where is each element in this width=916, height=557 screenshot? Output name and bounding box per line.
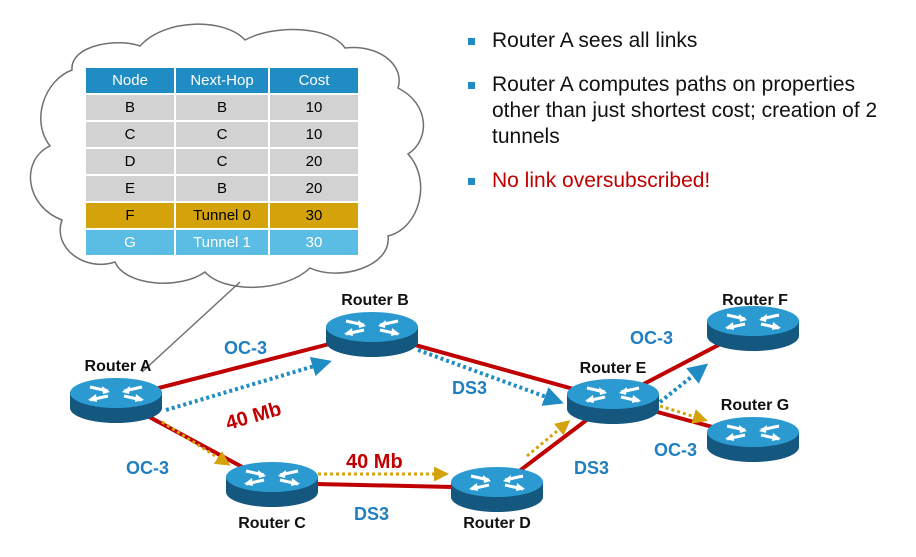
cell-node: F (86, 203, 174, 228)
cell-node: D (86, 149, 174, 174)
cell-cost: 30 (270, 203, 358, 228)
router-b-label: Router B (341, 292, 409, 309)
bullet-square-icon (468, 178, 475, 185)
cell-next-hop: C (176, 149, 268, 174)
routing-table: Node Next-Hop Cost B B 10 C C 10 D C 20 … (84, 66, 360, 257)
table-row: D C 20 (86, 149, 358, 174)
bullet-text: Router A computes paths on properties ot… (492, 73, 878, 148)
link-eg-label: OC-3 (654, 440, 697, 460)
cell-node: B (86, 95, 174, 120)
cell-next-hop: B (176, 176, 268, 201)
cell-next-hop: Tunnel 1 (176, 230, 268, 255)
bullet-text: Router A sees all links (492, 29, 698, 52)
bullet-square-icon (468, 38, 475, 45)
router-e-label: Router E (580, 360, 647, 377)
table-row: E B 20 (86, 176, 358, 201)
link-be-label: DS3 (452, 378, 487, 398)
router-g-label: Router G (721, 397, 789, 414)
cell-node: C (86, 122, 174, 147)
link-de-label: DS3 (574, 458, 609, 478)
cell-cost: 10 (270, 122, 358, 147)
bullet-item: No link oversubscribed! (462, 168, 882, 194)
callout-line (141, 281, 241, 373)
router-c-label: Router C (238, 515, 306, 532)
cell-next-hop: B (176, 95, 268, 120)
router-f-icon[interactable] (705, 304, 801, 353)
cell-node: G (86, 230, 174, 255)
router-d-icon[interactable] (449, 465, 545, 514)
tunnel0-d-e (526, 420, 571, 458)
table-row-tunnel1: G Tunnel 1 30 (86, 230, 358, 255)
cell-cost: 30 (270, 230, 358, 255)
table-row-tunnel0: F Tunnel 0 30 (86, 203, 358, 228)
link-cd-label: DS3 (354, 504, 389, 524)
table-header-row: Node Next-Hop Cost (86, 68, 358, 93)
router-f-label: Router F (722, 292, 788, 309)
tunnel1-b-e (417, 348, 564, 406)
router-d-label: Router D (463, 515, 531, 532)
cell-next-hop: Tunnel 0 (176, 203, 268, 228)
header-node: Node (86, 68, 174, 93)
cell-next-hop: C (176, 122, 268, 147)
link-ef-label: OC-3 (630, 328, 673, 348)
bullet-text: No link oversubscribed! (492, 169, 711, 192)
tunnel0-bandwidth-label: 40 Mb (346, 451, 403, 473)
table-row: B B 10 (86, 95, 358, 120)
bullet-item: Router A sees all links (462, 28, 882, 54)
cell-node: E (86, 176, 174, 201)
bullet-square-icon (468, 82, 475, 89)
router-g-icon[interactable] (705, 415, 801, 464)
cell-cost: 20 (270, 176, 358, 201)
cell-cost: 10 (270, 95, 358, 120)
bullet-item: Router A computes paths on properties ot… (462, 72, 882, 150)
table-row: C C 10 (86, 122, 358, 147)
router-a-label: Router A (85, 358, 152, 375)
tunnel0-e-g (659, 404, 708, 424)
router-a-icon[interactable] (68, 376, 164, 425)
tunnel1-e-g (658, 363, 709, 404)
router-e-icon[interactable] (565, 377, 661, 426)
bullet-list: Router A sees all links Router A compute… (462, 28, 882, 212)
tunnel0-a-c (161, 420, 231, 466)
router-b-icon[interactable] (324, 310, 420, 359)
link-ac-label: OC-3 (126, 458, 169, 478)
header-cost: Cost (270, 68, 358, 93)
cell-cost: 20 (270, 149, 358, 174)
header-next-hop: Next-Hop (176, 68, 268, 93)
tunnel1-a-b (165, 356, 332, 412)
link-ab-label: OC-3 (224, 338, 267, 358)
router-c-icon[interactable] (224, 460, 320, 509)
tunnel1-bandwidth-label: 40 Mb (223, 398, 284, 435)
